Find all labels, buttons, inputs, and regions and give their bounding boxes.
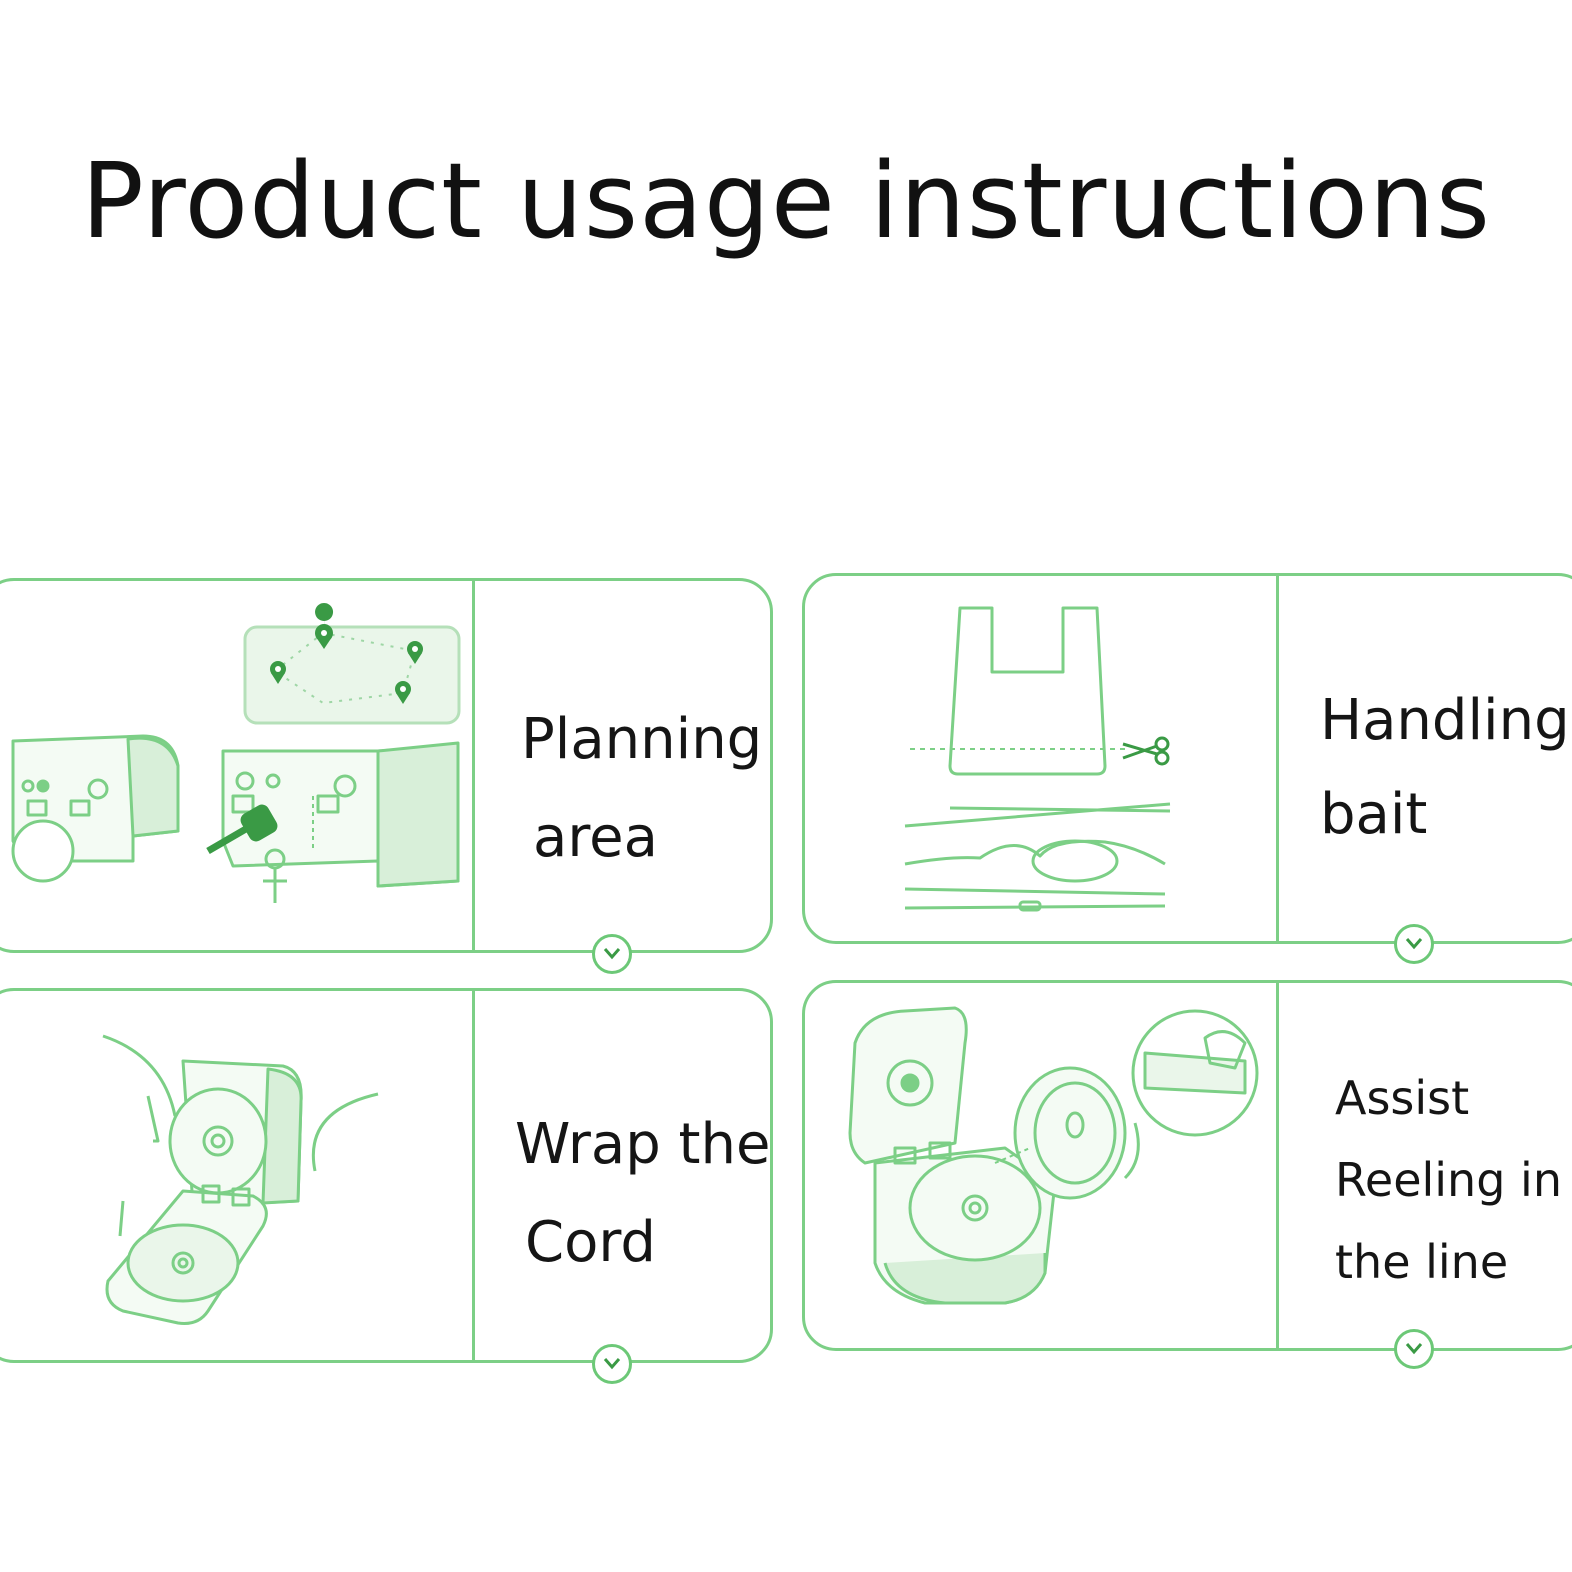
chevron-down-icon[interactable] (592, 934, 632, 974)
page-title: Product usage instructions (81, 140, 1491, 262)
card-divider (1276, 983, 1279, 1348)
chevron-down-icon[interactable] (1394, 924, 1434, 964)
card-divider (1276, 576, 1279, 941)
chevron-down-icon[interactable] (592, 1344, 632, 1384)
step-card-wrap-cord: Wrap the Cord (0, 988, 773, 1384)
step-label: Planning area (521, 691, 762, 887)
reel-assist-illustration (848, 1006, 1259, 1305)
step-label-line: Reeling in (1335, 1153, 1562, 1207)
step-label-line: Planning (521, 707, 763, 772)
step-label-line: bait (1320, 782, 1428, 847)
step-label: Assist Reeling in the line (1335, 1057, 1562, 1303)
reel-winding-illustration (102, 1034, 379, 1325)
step-card-handling-bait: Handling bait (802, 573, 1572, 964)
step-label-line: Assist (1335, 1071, 1470, 1125)
chevron-down-icon[interactable] (1394, 1329, 1434, 1369)
step-card-planning: Planning area (0, 578, 773, 974)
robot-map-illustration (11, 603, 461, 903)
step-label-line: Cord (525, 1210, 656, 1275)
step-label: Handling bait (1320, 674, 1570, 862)
step-label: Wrap the Cord (515, 1096, 770, 1292)
bag-and-knots-illustration (904, 606, 1171, 912)
card-divider (472, 991, 475, 1360)
card-divider (472, 581, 475, 950)
step-card-assist-reeling: Assist Reeling in the line (802, 980, 1572, 1369)
step-label-line: Wrap the (515, 1112, 771, 1177)
step-label-line: area (533, 805, 658, 870)
step-label-line: the line (1335, 1235, 1509, 1289)
step-label-line: Handling (1320, 688, 1570, 753)
